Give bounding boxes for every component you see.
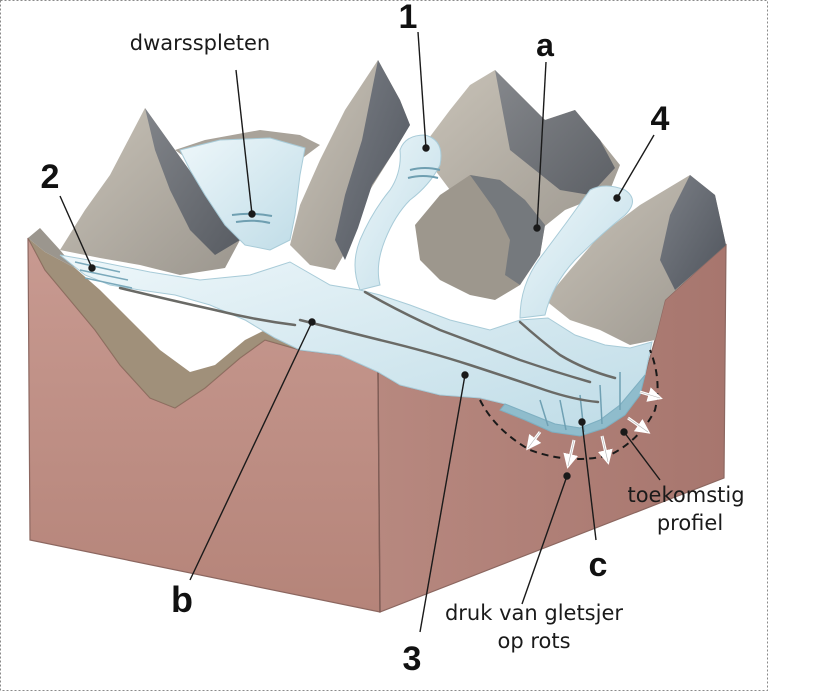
mountain-upper-right-shadow — [495, 70, 615, 195]
rock-block-edge — [377, 371, 381, 613]
crevasses-glacier-1 — [407, 167, 441, 179]
leader-3 — [419, 374, 466, 633]
label-b: b — [171, 579, 193, 620]
mountain-right-shadow — [660, 175, 726, 290]
leader-1 — [417, 31, 427, 149]
leader-a — [536, 61, 547, 229]
leader-toekomstig — [623, 431, 661, 481]
label-1: 1 — [399, 0, 418, 36]
leader-dwarsspleten — [235, 69, 253, 215]
ice-tributary-4 — [519, 185, 633, 319]
leader-c — [581, 421, 597, 541]
label-c: c — [589, 546, 608, 584]
label-toekomstig-line2: profiel — [657, 511, 723, 535]
label-4: 4 — [651, 100, 670, 138]
mountain-mid-ridge-shadow — [470, 175, 545, 285]
ice-tributary-1 — [354, 134, 442, 291]
mountain-center-shadow — [335, 60, 410, 260]
medial-moraines — [118, 286, 617, 404]
leader-4 — [616, 134, 655, 199]
label-a: a — [536, 27, 554, 63]
leader-lines — [59, 31, 661, 633]
label-druk-line2: op rots — [497, 629, 570, 653]
ice-cirque-basin — [179, 137, 306, 251]
leader-b — [189, 321, 313, 581]
label-druk-line1: druk van gletsjer — [445, 601, 623, 625]
label-toekomstig-line1: toekomstig — [627, 483, 744, 507]
front-crevasses — [539, 372, 621, 433]
pressure-arrows-outline — [527, 391, 661, 467]
leader-druk — [521, 475, 568, 605]
leader-2 — [59, 195, 93, 269]
rock-block-rim — [28, 238, 378, 408]
label-2: 2 — [41, 158, 60, 196]
ice-glacier-front — [499, 374, 646, 437]
frame-border — [0, 0, 768, 691]
label-3: 3 — [403, 640, 422, 678]
mountain-left-shadow — [145, 108, 240, 255]
crevasses-left — [74, 261, 133, 289]
label-dwarsspleten: dwarsspleten — [130, 31, 270, 55]
